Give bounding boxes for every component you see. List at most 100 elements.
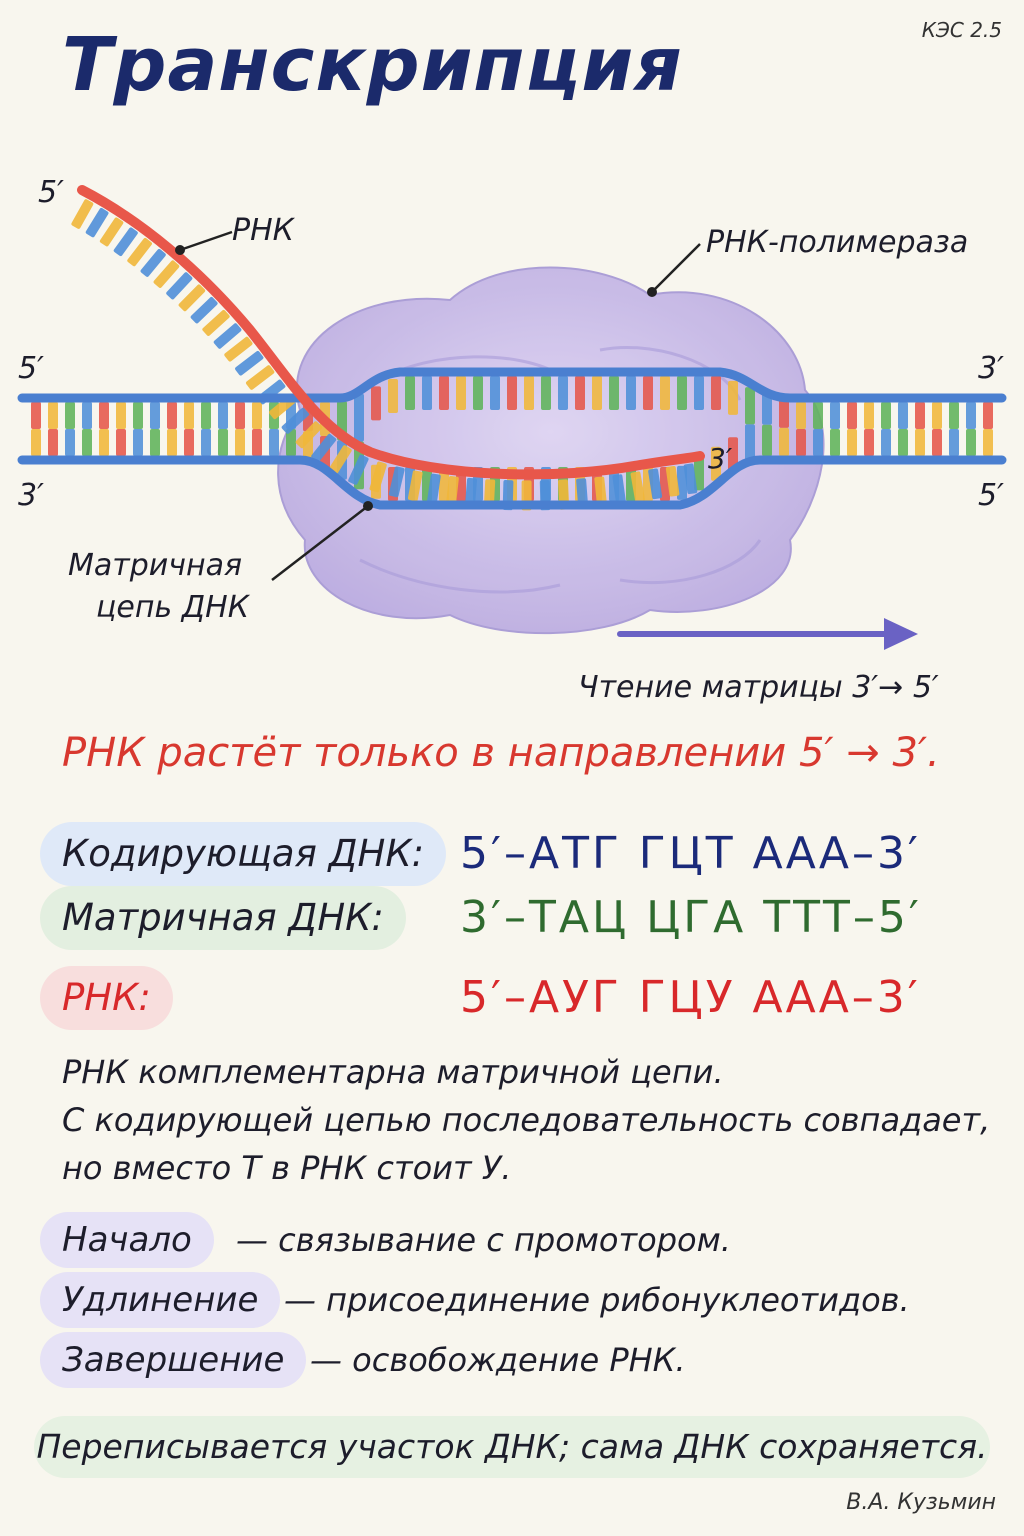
dna-base [796,402,806,429]
dna-base [983,429,993,456]
dna-base [48,429,58,456]
dna-base [779,427,789,456]
dna-base [116,429,126,456]
dna-base [966,402,976,429]
dna-base [966,429,976,456]
dna-base [167,402,177,429]
rna-polymerase-blob [277,266,825,635]
rna-nucleotide [99,217,124,247]
rna-nucleotide [348,454,369,485]
rna-strand [77,185,705,480]
polymerase-callout-line [651,243,701,293]
coding-dna-label: Кодирующая ДНК: [40,822,447,886]
rna-label: РНК [232,213,296,248]
dna-base [626,376,636,410]
coding-dna-sequence: 5′–АТГ ГЦТ ААА–3′ [460,828,921,879]
rna-nucleotide [224,336,253,362]
dna-base [762,393,772,425]
rna-nucleotide [71,199,94,229]
template-strand-label-line1: Матричная [68,548,242,583]
dna-base [864,429,874,456]
rna-nucleotide [202,309,230,336]
dna-base [354,393,364,442]
stage-termination: Завершение — освобождение РНК. [40,1332,1000,1390]
dna-base [728,380,738,415]
dna-base [949,402,959,429]
dna-base [643,376,653,410]
rna-row: РНК: 5′–АУГ ГЦУ ААА–3′ [40,966,1000,1032]
dna-base [507,376,517,410]
dna-base [269,429,279,456]
rna-3-end: 3′ [708,442,733,475]
rna-nucleotide [127,237,152,267]
dna-base [82,429,92,456]
dna-base [915,402,925,429]
explanation-text: РНК комплементарна матричной цепи. С код… [62,1048,990,1192]
dna-base [694,456,704,491]
dna-base [184,402,194,429]
dna-base [745,424,755,462]
dna-base [898,429,908,456]
dna-base [218,429,228,456]
coding-dna-row: Кодирующая ДНК: 5′–АТГ ГЦТ ААА–3′ [40,822,1000,888]
rna-nucleotide [388,466,405,498]
dna-base [150,429,160,456]
rna-nucleotides [71,199,698,511]
template-callout-dot [363,501,373,511]
dna-base [456,376,466,410]
rna-nucleotide [648,468,663,500]
dna-base [575,376,585,410]
dna-base [167,429,177,456]
template-dna-label: Матричная ДНК: [40,886,406,950]
polymerase-callout-dot [647,287,657,297]
rna-nucleotide [213,323,242,349]
dna-base [915,429,925,456]
reading-direction-label: Чтение матрицы 3′→ 5′ [578,670,939,705]
stage-name: Начало [40,1212,214,1268]
dna-base [779,399,789,428]
template-dna-sequence: 3′–ТАЦ ЦГА ТТТ–5′ [460,892,922,943]
dna-bottom-right-end: 5′ [978,478,1004,513]
polymerase-label: РНК-полимераза [706,225,968,260]
explanation-line: но вместо Т в РНК стоит У. [62,1149,512,1187]
dna-base [881,402,891,429]
template-strand-label-line2: цепь ДНК [96,590,251,625]
rna-nucleotide [369,461,387,493]
dna-base [592,376,602,410]
dna-base [541,376,551,410]
dna-base [201,429,211,456]
template-callout-line [271,505,369,581]
dna-base [847,429,857,456]
explanation-line: С кодирующей цепью последовательность со… [62,1101,991,1139]
rna-nucleotide [311,433,337,462]
reading-direction-arrow [617,618,918,650]
rna-nucleotide [281,407,309,434]
dna-base [218,402,228,429]
dna-base [864,402,874,429]
dna-base [490,376,500,410]
rna-nucleotide [445,476,459,507]
stage-description: — связывание с промотором. [236,1221,731,1259]
rna-nucleotide [630,471,645,503]
page-title: Транскрипция [62,22,683,108]
dna-base [405,376,415,410]
dna-base [745,387,755,425]
dna-base [796,429,806,456]
stage-description: — освобождение РНК. [310,1341,686,1379]
rna-callout-dot [175,245,185,255]
dna-base [252,402,262,429]
dna-base [694,376,704,410]
dna-base [830,429,840,456]
dna-base [286,429,296,456]
rna-nucleotide [295,421,323,449]
dna-base [762,424,772,456]
author-signature: В.А. Кузьмин [846,1490,996,1515]
dna-base [371,386,381,421]
dna-base [932,429,942,456]
rna-nucleotide [594,476,607,508]
rna-sequence-label: РНК: [40,966,173,1030]
dna-base [99,402,109,429]
dna-base [116,402,126,429]
rna-nucleotide [85,208,109,238]
dna-base [133,402,143,429]
